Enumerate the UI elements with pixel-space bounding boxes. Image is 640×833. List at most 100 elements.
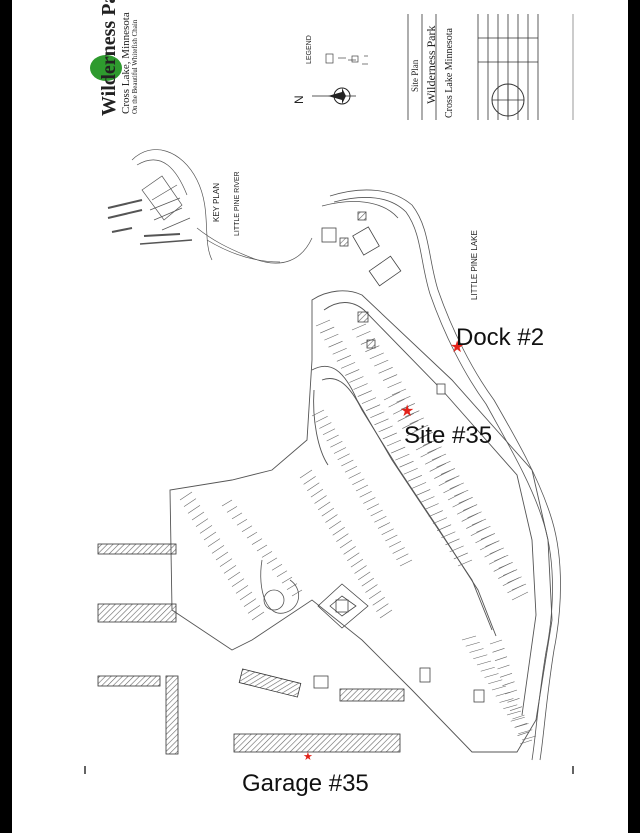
lot-divider bbox=[374, 418, 389, 426]
lot-divider bbox=[447, 491, 465, 501]
lot-divider bbox=[211, 545, 225, 554]
lot-divider bbox=[499, 698, 514, 703]
lot-divider bbox=[261, 551, 273, 558]
lot-divider bbox=[328, 340, 343, 348]
title-block bbox=[407, 14, 574, 120]
lot-divider bbox=[517, 731, 530, 736]
site-plan-map bbox=[84, 14, 574, 774]
lot-divider bbox=[492, 648, 505, 653]
lot-divider bbox=[405, 410, 420, 417]
lot-divider bbox=[350, 558, 364, 568]
sheet-location: Cross Lake Minnesota bbox=[444, 28, 455, 118]
lot-divider bbox=[399, 460, 414, 468]
lot-divider bbox=[370, 509, 383, 517]
lot-divider bbox=[400, 403, 416, 410]
lot-divider bbox=[407, 475, 423, 482]
dock-2-marker-icon: ★ bbox=[450, 339, 465, 356]
lot-divider bbox=[195, 518, 209, 527]
lot-divider bbox=[453, 552, 468, 560]
lot-divider bbox=[489, 556, 506, 565]
lot-divider bbox=[369, 352, 384, 360]
lot-divider bbox=[370, 411, 385, 419]
lot-divider bbox=[391, 446, 406, 454]
garage-buildings bbox=[97, 543, 405, 755]
campsite-lots bbox=[179, 319, 537, 745]
lot-divider bbox=[494, 656, 508, 661]
lot-divider bbox=[314, 495, 327, 504]
lot-divider bbox=[420, 448, 437, 458]
lot-divider bbox=[466, 520, 483, 529]
lot-divider bbox=[383, 391, 401, 401]
lot-divider bbox=[231, 512, 243, 520]
lot-divider bbox=[251, 611, 265, 621]
lot-divider bbox=[247, 605, 261, 614]
lot-divider bbox=[319, 422, 332, 429]
lot-divider bbox=[355, 484, 369, 492]
park-outline bbox=[169, 290, 553, 753]
lot-divider bbox=[315, 319, 331, 327]
lot-divider bbox=[403, 467, 418, 475]
lot-divider bbox=[382, 432, 397, 440]
lot-divider bbox=[432, 517, 448, 524]
lot-divider bbox=[491, 685, 507, 691]
lot-divider bbox=[324, 333, 339, 341]
lot-divider bbox=[498, 570, 515, 579]
lot-divider bbox=[207, 538, 221, 547]
lot-divider bbox=[415, 441, 433, 451]
lot-divider bbox=[236, 519, 248, 526]
lot-divider bbox=[504, 689, 518, 695]
lot-divider bbox=[411, 482, 427, 489]
lot-divider bbox=[351, 323, 367, 331]
garage-35-label: Garage #35 bbox=[242, 770, 369, 797]
lot-divider bbox=[502, 577, 519, 586]
lot-divider bbox=[303, 476, 316, 485]
lot-divider bbox=[499, 673, 513, 678]
lot-divider bbox=[427, 446, 442, 454]
lot-divider bbox=[366, 503, 380, 511]
lot-divider bbox=[343, 546, 356, 555]
lot-divider bbox=[374, 515, 387, 523]
cul-de-sac bbox=[260, 559, 300, 614]
lot-divider bbox=[374, 359, 389, 367]
lot-divider bbox=[341, 459, 354, 467]
legend-box bbox=[325, 53, 368, 65]
lot-divider bbox=[221, 499, 233, 507]
lot-divider bbox=[387, 381, 402, 389]
lot-divider bbox=[388, 540, 402, 548]
lot-divider bbox=[358, 571, 371, 581]
lot-divider bbox=[480, 666, 495, 672]
dock-2-label: Dock #2 bbox=[456, 324, 545, 351]
sheet-title: Site Plan bbox=[410, 59, 420, 92]
lot-divider bbox=[354, 565, 367, 574]
lot-divider bbox=[326, 434, 339, 442]
lot-divider bbox=[246, 531, 258, 539]
lot-divider bbox=[336, 355, 352, 362]
lot-divider bbox=[436, 524, 452, 531]
lot-divider bbox=[356, 330, 371, 338]
lot-divider bbox=[488, 679, 503, 685]
shoreline bbox=[321, 189, 561, 761]
lot-divider bbox=[436, 460, 451, 468]
lot-divider bbox=[379, 609, 393, 619]
lot-divider bbox=[187, 505, 201, 514]
lot-divider bbox=[470, 527, 487, 536]
central-building bbox=[317, 583, 369, 629]
lot-divider bbox=[340, 362, 356, 369]
lot-divider bbox=[361, 397, 377, 404]
lot-divider bbox=[507, 584, 524, 594]
lot-divider bbox=[484, 673, 499, 678]
lot-divider bbox=[321, 507, 334, 517]
lot-divider bbox=[251, 538, 263, 545]
lot-divider bbox=[414, 424, 429, 432]
lot-divider bbox=[337, 453, 350, 461]
river-label: LITTLE PINE RIVER bbox=[234, 171, 241, 236]
lot-divider bbox=[311, 409, 325, 417]
lot-divider bbox=[514, 723, 528, 728]
lot-divider bbox=[347, 552, 360, 561]
lot-divider bbox=[365, 345, 380, 352]
lot-divider bbox=[368, 590, 382, 600]
lot-divider bbox=[411, 434, 428, 444]
lot-divider bbox=[378, 425, 393, 433]
lot-divider bbox=[376, 603, 389, 612]
lot-divider bbox=[469, 648, 484, 653]
